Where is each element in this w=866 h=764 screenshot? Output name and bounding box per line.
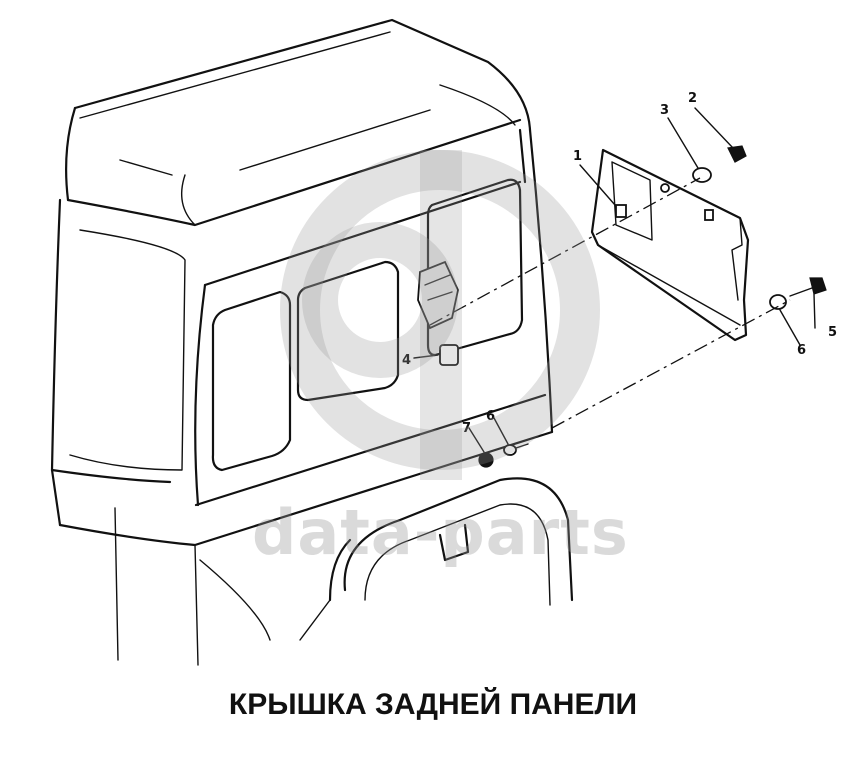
callout-5: 5 xyxy=(828,325,837,340)
leader-lines xyxy=(413,107,816,453)
rear-panel-cover xyxy=(590,148,750,342)
washer-3 xyxy=(692,167,712,183)
callout-3: 3 xyxy=(660,103,669,118)
lock-plate-4 xyxy=(439,344,459,366)
cover-clip xyxy=(704,209,714,221)
callout-1: 1 xyxy=(573,149,582,164)
callout-4: 4 xyxy=(402,353,411,368)
cover-bracket xyxy=(615,204,627,218)
diagram-title: КРЫШКА ЗАДНЕЙ ПАНЕЛИ xyxy=(228,688,638,721)
callout-6-lower: 6 xyxy=(486,409,495,424)
washer-6-lower xyxy=(503,444,517,456)
callout-7: 7 xyxy=(462,421,471,436)
cab-rear-panel-diagram: 1 2 3 4 5 6 6 7 xyxy=(50,18,837,666)
screw-7 xyxy=(478,452,494,468)
cover-hole xyxy=(660,183,670,193)
washer-6-upper xyxy=(769,294,787,310)
watermark-text: data-parts xyxy=(252,496,629,569)
callout-6-upper: 6 xyxy=(797,343,806,358)
bolt-2 xyxy=(727,145,747,163)
side-windows xyxy=(211,178,524,472)
fasteners xyxy=(417,145,827,468)
callouts: 1 2 3 4 5 6 6 7 xyxy=(402,91,837,436)
nut-5 xyxy=(809,277,827,295)
wheel-arch xyxy=(299,477,574,641)
cab-roof xyxy=(65,18,532,227)
callout-2: 2 xyxy=(688,91,697,106)
latch-bracket xyxy=(417,260,459,330)
cab-body xyxy=(50,128,554,666)
assembly-lines xyxy=(429,177,791,429)
